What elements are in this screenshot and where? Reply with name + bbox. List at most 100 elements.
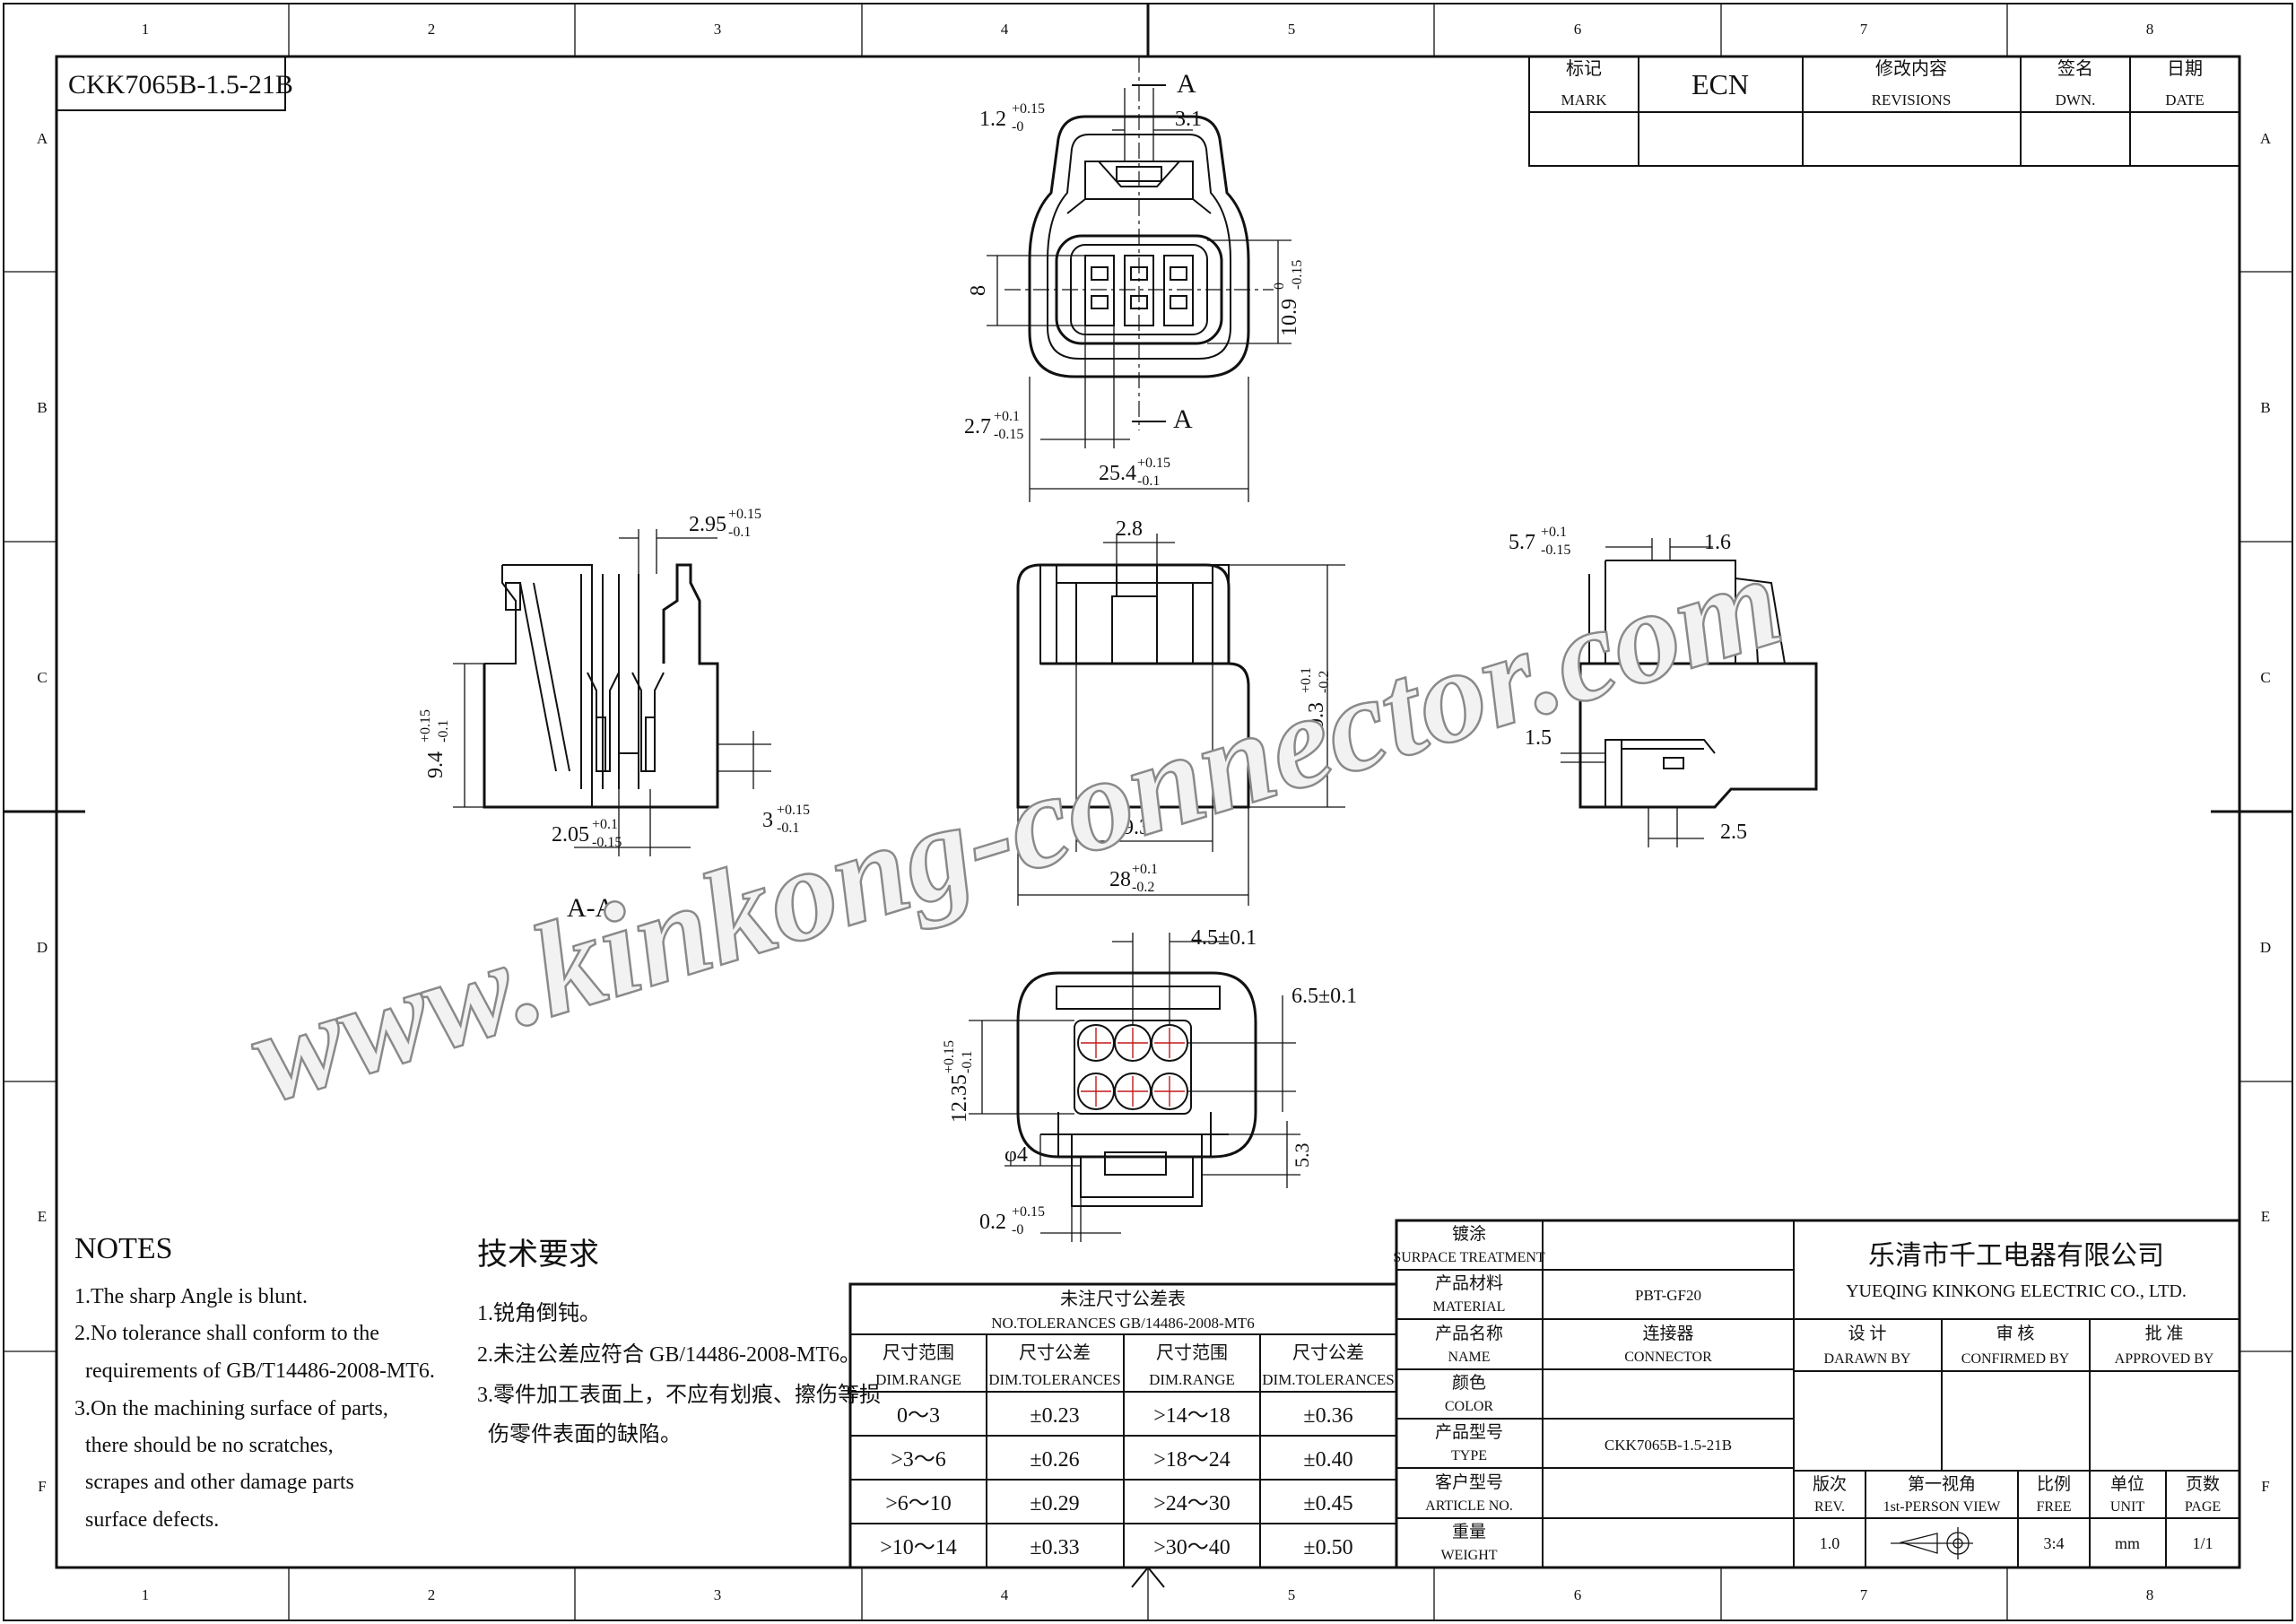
- part-number: CKK7065B-1.5-21B: [68, 70, 293, 100]
- note-line: 3.On the machining surface of parts,: [74, 1397, 388, 1420]
- rev-header-mark-cn: 标记: [1566, 58, 1602, 79]
- row-label: A: [37, 130, 48, 147]
- tb-info-en: FREE: [2036, 1499, 2071, 1515]
- row-label: D: [2260, 939, 2271, 956]
- section-mark-top: A: [1177, 69, 1196, 99]
- dim-section-top-tol-up: +0.15: [728, 507, 761, 522]
- col-label: 3: [714, 1586, 722, 1603]
- dim-right-small: 1.5: [1525, 726, 1552, 750]
- tb-info-cn: 页数: [2186, 1474, 2220, 1494]
- tol-cell: >10～14: [880, 1536, 957, 1559]
- row-label: E: [2261, 1208, 2270, 1225]
- company-name-en: YUEQING KINKONG ELECTRIC CO., LTD.: [1846, 1281, 2187, 1301]
- dim-right-bottom: 2.5: [1720, 821, 1747, 844]
- tol-cell: >30～40: [1153, 1536, 1231, 1559]
- watermark-text: www.kinkong-connector.com: [235, 526, 1796, 1132]
- note-cn-line: 1.锐角倒钝。: [477, 1301, 601, 1325]
- rev-header-date-cn: 日期: [2167, 59, 2203, 79]
- col-label: 7: [1860, 1586, 1868, 1603]
- tol-cell: ±0.36: [1303, 1404, 1352, 1428]
- dim-front-width-tol-dn: -0.1: [1137, 473, 1160, 489]
- tb-name-en: CONNECTOR: [1624, 1350, 1712, 1365]
- row-label: F: [2261, 1478, 2269, 1495]
- tb-info-cn: 版次: [1813, 1474, 1847, 1494]
- tol-table-title-en: NO.TOLERANCES GB/14486-2008-MT6: [991, 1315, 1254, 1332]
- rev-header-mark-en: MARK: [1561, 91, 1607, 109]
- col-label: 6: [1574, 1586, 1582, 1603]
- dim-section-bottom-tol-up: +0.1: [592, 817, 618, 832]
- section-view-aa: 2.95 +0.15 -0.1 9.4 +0.15 -0.1 2.05 +0.1…: [418, 507, 810, 923]
- col-label: 8: [2146, 1586, 2154, 1603]
- part-number-box: CKK7065B-1.5-21B: [56, 56, 293, 111]
- tol-cell: 0～3: [897, 1404, 940, 1428]
- dim-side-top: 2.8: [1116, 517, 1143, 541]
- tol-cell: ±0.40: [1303, 1448, 1352, 1472]
- tb-label-en: NAME: [1448, 1350, 1490, 1365]
- dim-side-height-tol-dn: -0.2: [1317, 671, 1332, 693]
- dim-right-top-left: 5.7: [1509, 531, 1535, 554]
- notes-cn-title: 技术要求: [477, 1238, 599, 1272]
- tb-label-en: MATERIAL: [1433, 1299, 1506, 1315]
- rear-cavity-centers: [1081, 1028, 1185, 1107]
- dim-section-height: 9.4: [424, 751, 448, 778]
- tb-label-cn: 产品名称: [1435, 1324, 1503, 1343]
- tb-material: PBT-GF20: [1635, 1287, 1701, 1304]
- tb-unit-value: mm: [2115, 1534, 2140, 1552]
- tol-cell: ±0.26: [1030, 1448, 1079, 1472]
- tol-header-cn: 尺寸公差: [1292, 1342, 1364, 1363]
- note-cn-line: 3.零件加工表面上，不应有划痕、擦伤等损: [477, 1383, 881, 1407]
- section-mark-bottom: A: [1173, 404, 1193, 434]
- tb-label-cn: 颜色: [1452, 1373, 1486, 1393]
- tol-cell: >14～18: [1153, 1404, 1231, 1428]
- tb-approval-cn: 批 准: [2145, 1324, 2184, 1343]
- col-label: 2: [428, 21, 436, 38]
- first-angle-projection-icon: [1891, 1527, 1973, 1559]
- dim-side-width-tol-up: +0.1: [1132, 862, 1158, 877]
- dim-rear-height-tol-up: +0.15: [942, 1040, 957, 1073]
- note-cn-line: 伤零件表面的缺陷。: [477, 1422, 682, 1446]
- revision-block: 标记 MARK ECN 修改内容 REVISIONS 签名 DWN. 日期 DA…: [1528, 56, 2240, 167]
- col-label: 3: [714, 21, 722, 38]
- tol-cell: ±0.33: [1030, 1536, 1079, 1559]
- tol-header-cn: 尺寸公差: [1019, 1342, 1091, 1363]
- note-line: there should be no scratches,: [74, 1434, 334, 1457]
- tb-label-en: SURPACE TREATMENT: [1393, 1250, 1545, 1265]
- note-line: 1.The sharp Angle is blunt.: [74, 1285, 308, 1308]
- tol-cell: ±0.23: [1030, 1404, 1079, 1428]
- tb-label-cn: 客户型号: [1435, 1472, 1503, 1492]
- rear-view: 4.5±0.1 6.5±0.1 12.35 +0.15 -0.1 φ4 5.3 …: [942, 926, 1357, 1242]
- tol-header-cn: 尺寸范围: [883, 1342, 954, 1363]
- dim-rear-pitch: 4.5±0.1: [1191, 926, 1257, 950]
- dim-section-bottom: 2.05: [552, 823, 589, 847]
- dim-side-width: 28: [1109, 868, 1131, 891]
- tol-cell: ±0.50: [1303, 1536, 1352, 1559]
- dim-side-height: 29.3: [1305, 702, 1328, 740]
- col-label: 7: [1860, 21, 1868, 38]
- dim-rear-bottom-tol-up: +0.15: [1012, 1204, 1045, 1220]
- dim-side-width-tol-dn: -0.2: [1132, 880, 1154, 895]
- notes-english: NOTES 1.The sharp Angle is blunt. 2.No t…: [74, 1232, 435, 1532]
- tol-cell: ±0.29: [1030, 1492, 1079, 1515]
- section-label: A-A: [567, 893, 615, 923]
- dim-section-height-tol-dn: -0.1: [436, 720, 451, 743]
- company-name-cn: 乐清市千工电器有限公司: [1868, 1241, 2164, 1271]
- tb-info-en: REV.: [1814, 1499, 1845, 1515]
- dim-rear-height: 12.35: [948, 1074, 971, 1123]
- side-view: 2.8 29.3 +0.1 -0.2 19.3 28 +0.1 -0.2: [1016, 517, 1345, 906]
- rev-header-date-en: DATE: [2165, 91, 2204, 109]
- dim-front-bottom-small-tol-dn: -0.15: [994, 427, 1023, 442]
- dim-front-top-left-tol-dn: -0: [1012, 119, 1023, 135]
- notes-chinese: 技术要求 1.锐角倒钝。 2.未注公差应符合 GB/14486-2008-MT6…: [477, 1238, 881, 1446]
- tb-label-en: TYPE: [1451, 1448, 1487, 1463]
- tb-info-en: PAGE: [2185, 1499, 2221, 1515]
- rev-header-revisions-cn: 修改内容: [1875, 58, 1947, 79]
- dim-rear-low: 5.3: [1291, 1143, 1313, 1168]
- dim-front-top-right: 3.1: [1175, 108, 1202, 131]
- dim-front-width-tol-up: +0.15: [1137, 456, 1170, 471]
- col-label: 5: [1288, 1586, 1296, 1603]
- tb-label-cn: 产品型号: [1435, 1422, 1503, 1442]
- col-label: 4: [1001, 1586, 1009, 1603]
- dim-rear-height-tol-dn: -0.1: [960, 1051, 975, 1073]
- dim-section-right-tol-up: +0.15: [777, 803, 810, 818]
- col-label: 8: [2146, 21, 2154, 38]
